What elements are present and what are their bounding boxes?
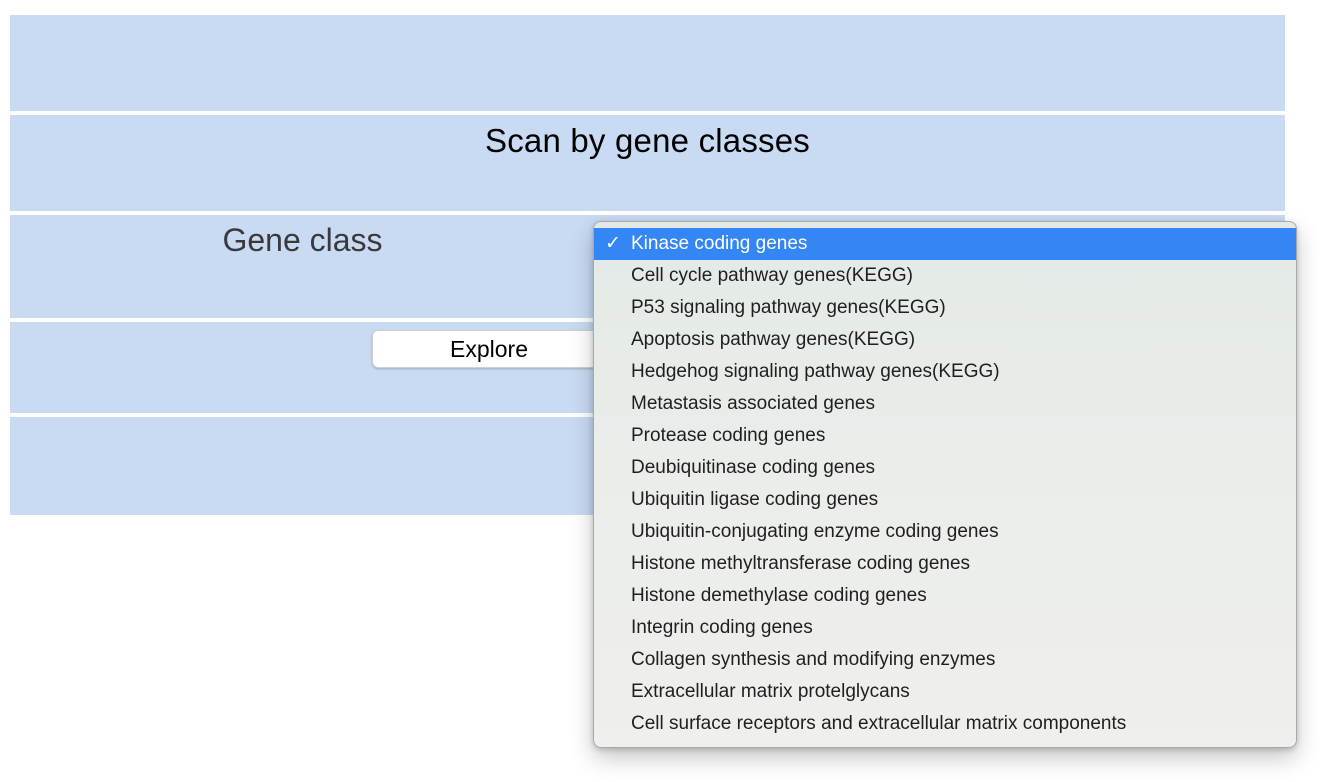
dropdown-option[interactable]: Ubiquitin ligase coding genes [594, 484, 1296, 516]
dropdown-option-label: Ubiquitin-conjugating enzyme coding gene… [631, 521, 999, 542]
dropdown-option-label: Ubiquitin ligase coding genes [631, 489, 879, 510]
panel-row-empty-top [10, 15, 1285, 111]
dropdown-option-label: Hedgehog signaling pathway genes(KEGG) [631, 361, 1000, 382]
dropdown-option[interactable]: Extracellular matrix protelglycans [594, 676, 1296, 708]
dropdown-option[interactable]: Cell cycle pathway genes(KEGG) [594, 260, 1296, 292]
dropdown-option[interactable]: ✓ Kinase coding genes [594, 228, 1296, 260]
dropdown-option-label: Deubiquitinase coding genes [631, 457, 876, 478]
dropdown-option[interactable]: Cell surface receptors and extracellular… [594, 708, 1296, 740]
dropdown-option-label: Cell surface receptors and extracellular… [631, 713, 1127, 734]
page-title: Scan by gene classes [484, 122, 811, 159]
checkmark-icon: ✓ [605, 233, 621, 254]
dropdown-option-label: Collagen synthesis and modifying enzymes [631, 649, 996, 670]
dropdown-option[interactable]: Deubiquitinase coding genes [594, 452, 1296, 484]
dropdown-option-label: Histone methyltransferase coding genes [631, 553, 971, 574]
dropdown-option[interactable]: Protease coding genes [594, 420, 1296, 452]
dropdown-option-label: Cell cycle pathway genes(KEGG) [631, 265, 913, 286]
dropdown-option[interactable]: Metastasis associated genes [594, 388, 1296, 420]
dropdown-option[interactable]: Histone methyltransferase coding genes [594, 548, 1296, 580]
dropdown-option-label: P53 signaling pathway genes(KEGG) [631, 297, 946, 318]
dropdown-option[interactable]: Apoptosis pathway genes(KEGG) [594, 324, 1296, 356]
panel-row-title: Scan by gene classes [10, 115, 1285, 211]
dropdown-option-label: Metastasis associated genes [631, 393, 875, 414]
explore-button[interactable]: Explore [372, 330, 606, 368]
dropdown-option[interactable]: Ubiquitin-conjugating enzyme coding gene… [594, 516, 1296, 548]
dropdown-option-label: Integrin coding genes [631, 617, 813, 638]
dropdown-option-label: Apoptosis pathway genes(KEGG) [631, 329, 916, 350]
dropdown-option[interactable]: P53 signaling pathway genes(KEGG) [594, 292, 1296, 324]
dropdown-option[interactable]: Collagen synthesis and modifying enzymes [594, 644, 1296, 676]
dropdown-option[interactable]: Integrin coding genes [594, 612, 1296, 644]
dropdown-option-label: Protease coding genes [631, 425, 826, 446]
dropdown-option[interactable]: Hedgehog signaling pathway genes(KEGG) [594, 356, 1296, 388]
dropdown-option[interactable]: Histone demethylase coding genes [594, 580, 1296, 612]
dropdown-option-label: Kinase coding genes [631, 233, 808, 254]
dropdown-option-label: Histone demethylase coding genes [631, 585, 927, 606]
dropdown-option-label: Extracellular matrix protelglycans [631, 681, 910, 702]
gene-class-label: Gene class [222, 222, 383, 258]
